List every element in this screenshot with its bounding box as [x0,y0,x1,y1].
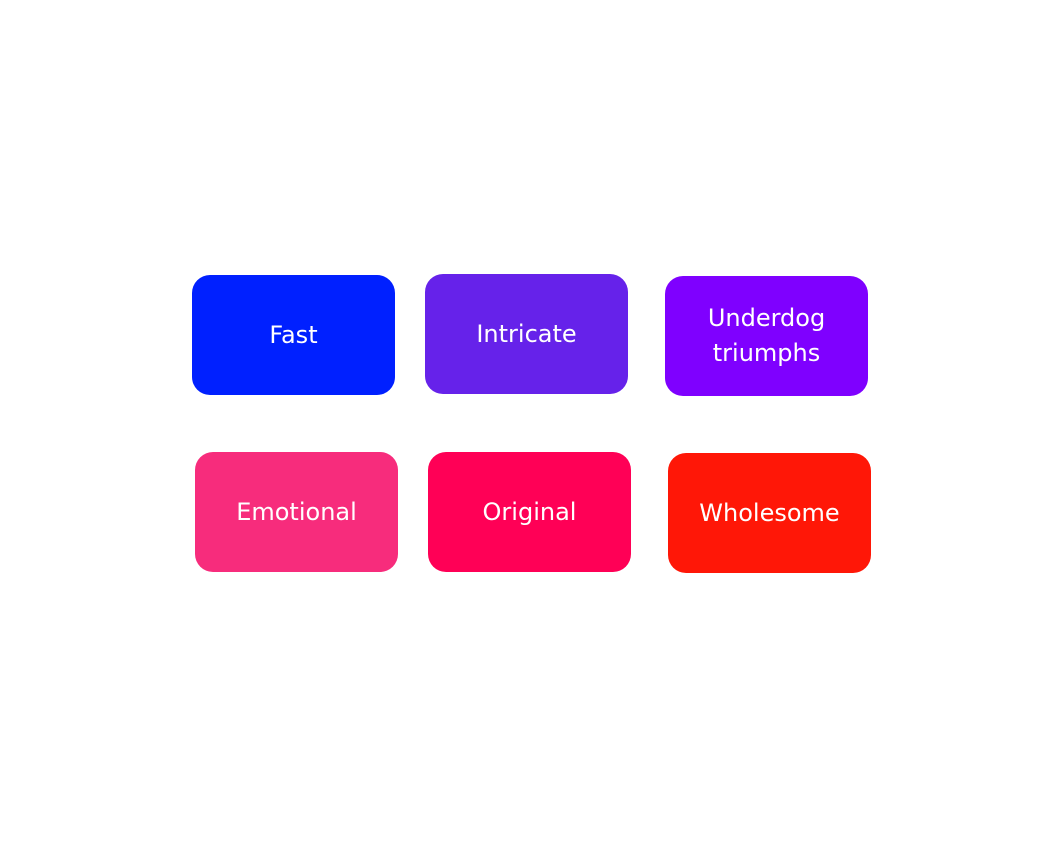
tile-label: Original [482,497,577,526]
tile-emotional: Emotional [195,452,398,572]
tile-wholesome: Wholesome [668,453,871,573]
tile-label: Fast [269,320,318,349]
tile-label: Underdog triumphs [707,304,826,367]
tile-original: Original [428,452,631,572]
tile-label: Intricate [476,319,577,348]
tile-underdog-triumphs: Underdog triumphs [665,276,868,396]
tile-label: Emotional [236,497,357,526]
tile-label: Wholesome [699,498,840,527]
tile-fast: Fast [192,275,395,395]
tile-intricate: Intricate [425,274,628,394]
